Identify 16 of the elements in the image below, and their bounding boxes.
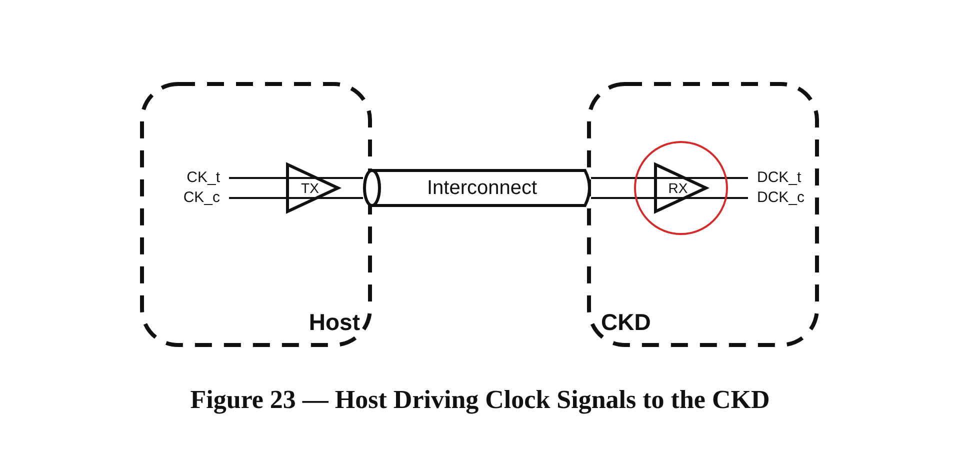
signal-name: DCK_t: [757, 168, 802, 188]
signal-line: [684, 197, 748, 199]
signal-line: [316, 197, 363, 199]
signal-line: [229, 197, 286, 199]
cable-label: Interconnect: [426, 178, 538, 198]
buffer-label: RX: [667, 181, 689, 195]
block-label: CKD: [601, 311, 651, 334]
signal-line: [229, 177, 286, 179]
figure-caption: Figure 23 — Host Driving Clock Signals to the CKD: [190, 385, 770, 414]
signal-name: CK_t: [186, 168, 220, 188]
block-label: Host: [308, 311, 360, 334]
signal-line: [591, 177, 654, 179]
buffer-label: TX: [300, 181, 320, 195]
signal-name: CK_c: [183, 188, 220, 208]
signal-name: DCK_c: [757, 188, 805, 208]
signal-line: [591, 197, 654, 199]
